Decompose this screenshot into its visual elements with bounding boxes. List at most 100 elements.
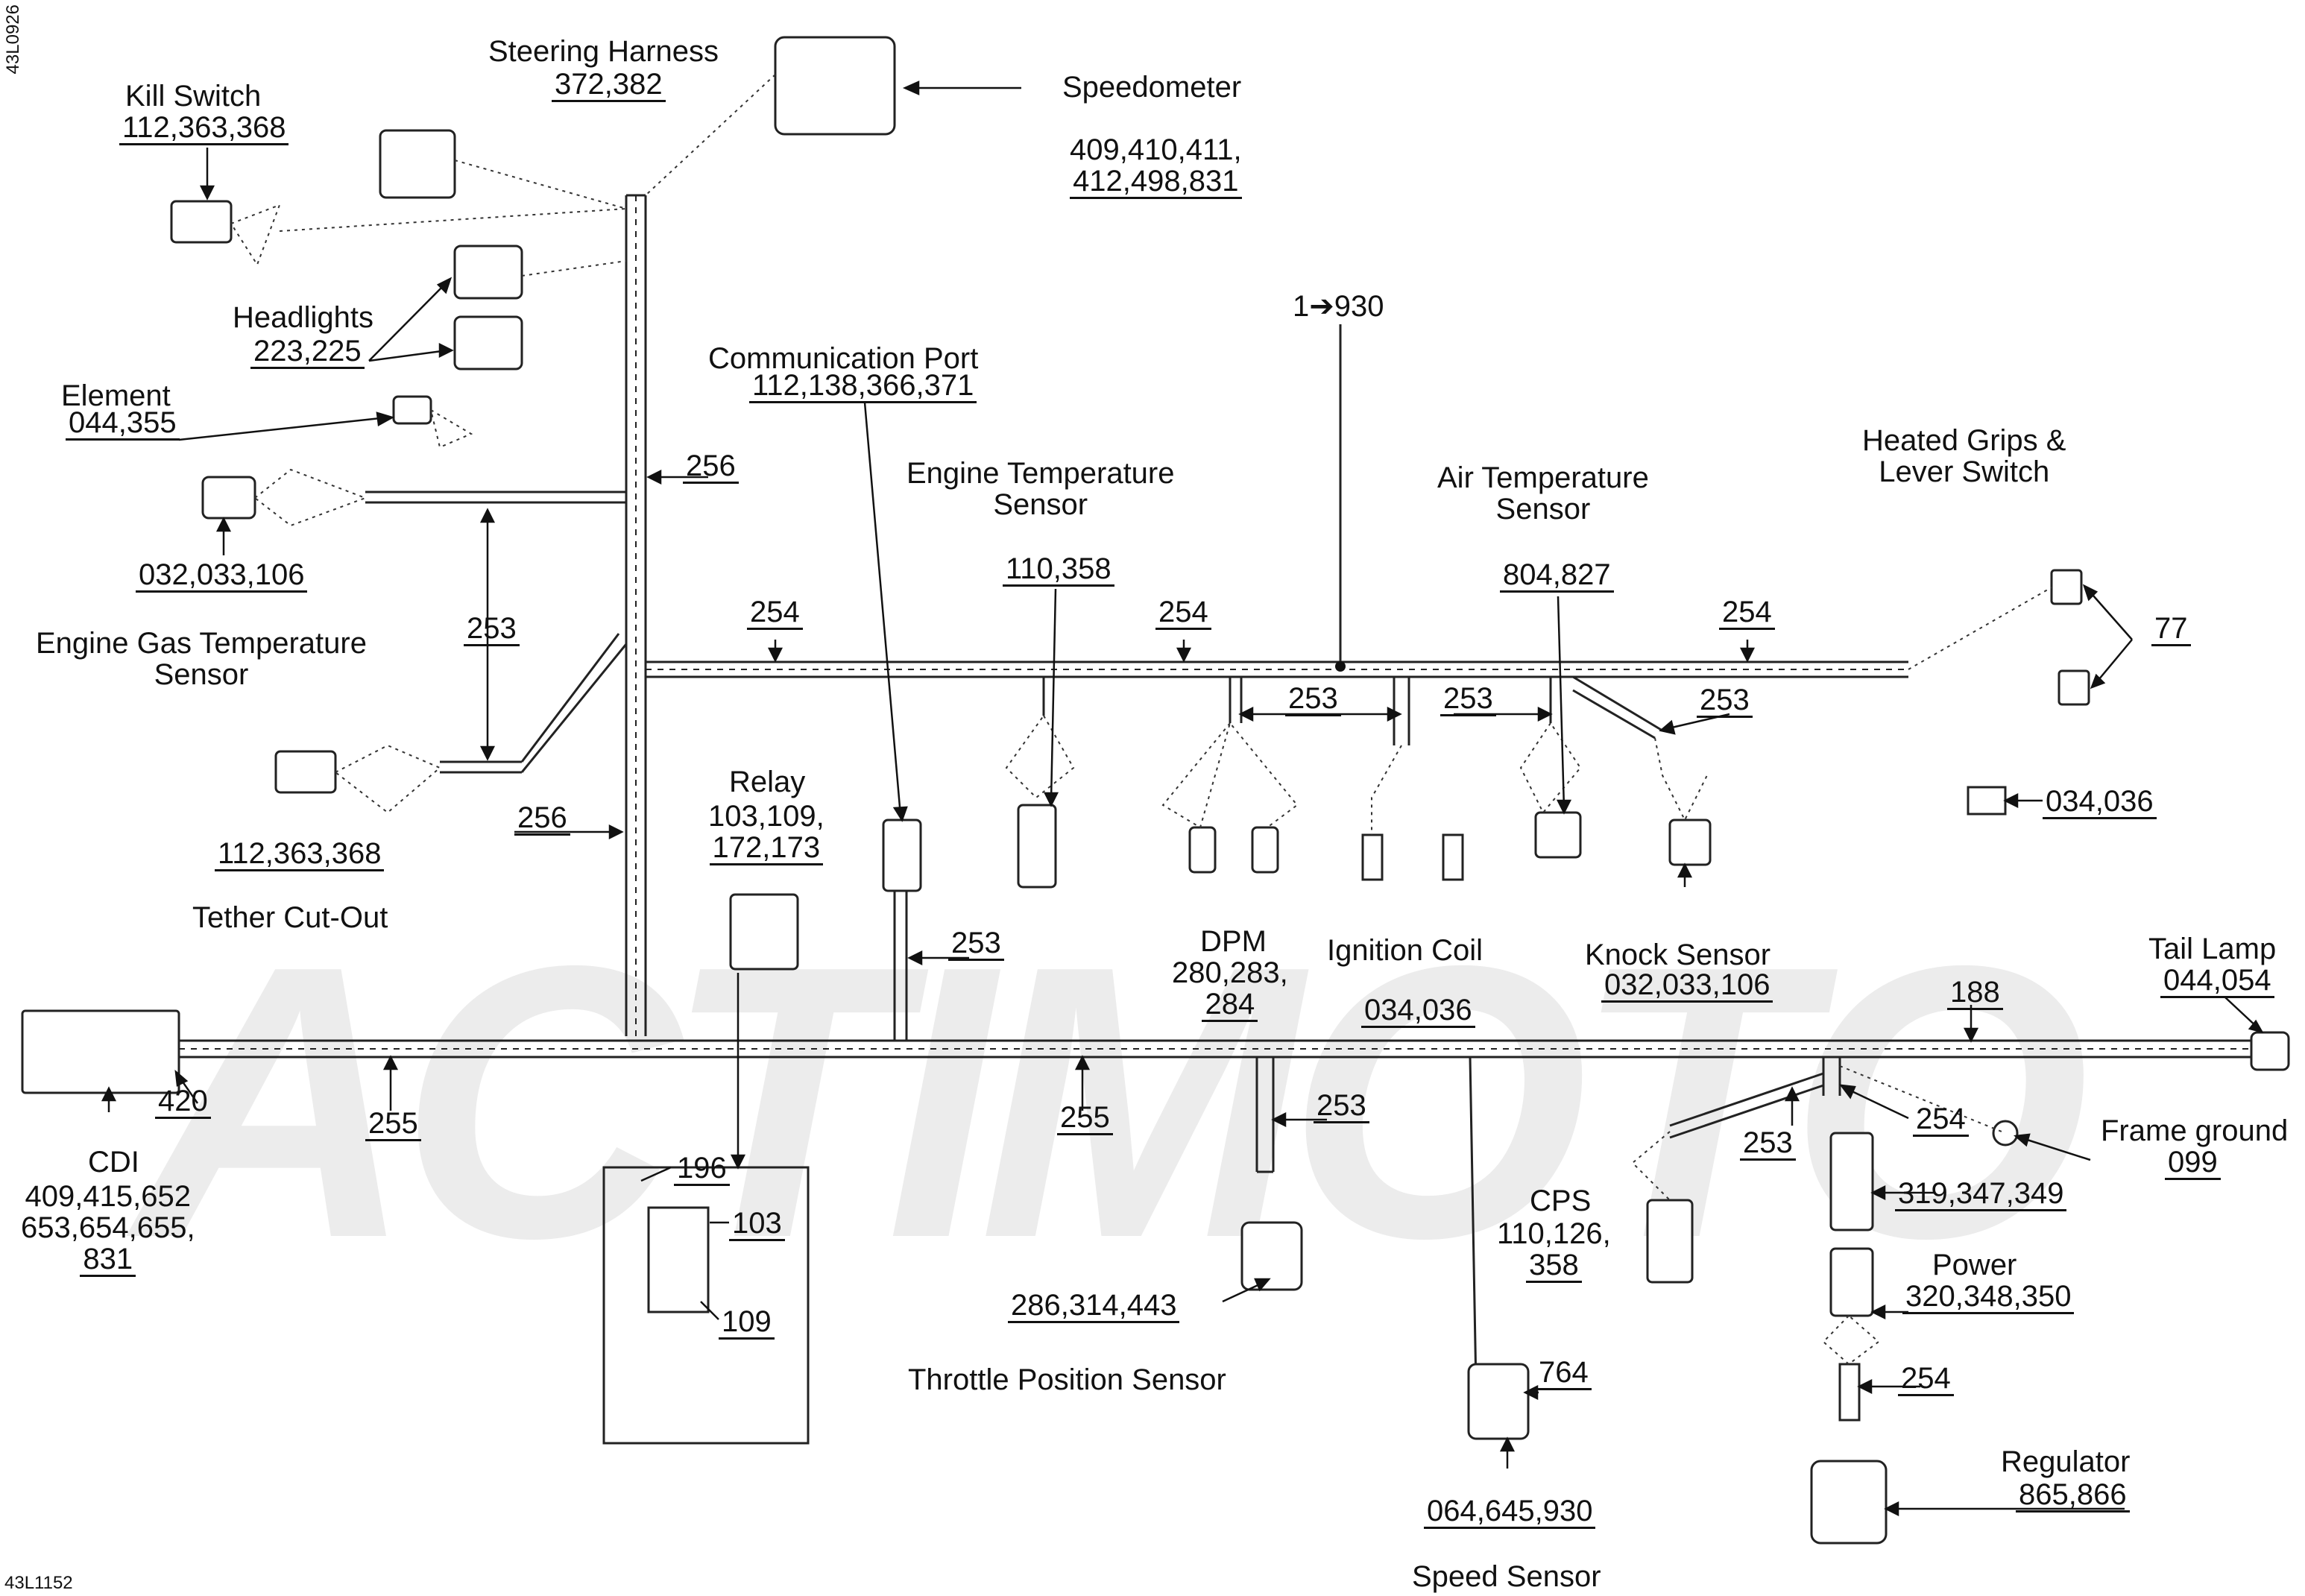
harness-main-bottom bbox=[179, 1039, 2260, 1059]
arrow-254-power bbox=[1845, 1087, 1909, 1120]
watermark: ACTIMOTO bbox=[134, 886, 2090, 1319]
headlight-connector-lower bbox=[453, 315, 523, 370]
arrow-inset-109 bbox=[700, 1301, 719, 1320]
label-dpm: DPM bbox=[1200, 925, 1267, 958]
parts-speed-sensor: 064,645,930 bbox=[1424, 1495, 1596, 1529]
ref-254e: 254 bbox=[1898, 1363, 1954, 1396]
dpm-connector-1 bbox=[1188, 826, 1217, 874]
label-egts: Engine Gas Temperature Sensor bbox=[36, 627, 367, 691]
ref-254a: 254 bbox=[747, 596, 803, 630]
dotted-knock bbox=[1654, 737, 1708, 822]
ref-255b: 255 bbox=[1057, 1102, 1113, 1135]
arrow-inset-196 bbox=[640, 1166, 672, 1182]
label-element: Element bbox=[61, 379, 171, 412]
arrow-comm bbox=[863, 402, 902, 816]
parts-cdi: 409,415,652 653,654,655, 831 bbox=[21, 1180, 195, 1277]
egts-connector bbox=[201, 476, 256, 520]
parts-regulator: 865,866 bbox=[2016, 1479, 2130, 1513]
label-knock-sensor: Knock Sensor bbox=[1585, 939, 1771, 971]
ref-253b: 253 bbox=[1285, 683, 1341, 716]
dotted-ats bbox=[1519, 722, 1582, 814]
parts-knock-sensor: 032,033,106 bbox=[1601, 969, 1773, 1003]
steering-harness-connector bbox=[379, 129, 456, 199]
parts-element: 044,355 bbox=[66, 407, 180, 441]
label-frame-ground: Frame ground bbox=[2101, 1114, 2289, 1147]
label-speed-sensor: Speed Sensor bbox=[1412, 1560, 1601, 1593]
label-ats: Air Temperature Sensor bbox=[1437, 461, 1649, 526]
relay-connector bbox=[729, 893, 799, 971]
label-heated-grips: Heated Grips & Lever Switch bbox=[1862, 424, 2066, 488]
harness-branch-power bbox=[1822, 1057, 1841, 1096]
ats-connector bbox=[1534, 811, 1582, 859]
label-regulator: Regulator bbox=[2001, 1445, 2131, 1478]
parts-ignition-coil: 034,036 bbox=[1361, 994, 1475, 1028]
tps-connector bbox=[1240, 1221, 1303, 1291]
harness-branch-egts bbox=[365, 491, 626, 504]
harness-branch-comm bbox=[893, 883, 908, 1041]
dpm-connector-2 bbox=[1251, 826, 1279, 874]
label-tail-lamp: Tail Lamp bbox=[2148, 933, 2277, 965]
parts-power-2: 320,348,350 bbox=[1902, 1281, 2075, 1314]
parts-cps: 110,126, 358 bbox=[1497, 1217, 1611, 1283]
parts-tail-lamp: 044,054 bbox=[2160, 965, 2274, 998]
parts-relay: 103,109, 172,173 bbox=[708, 800, 824, 865]
arrow-77-b bbox=[2094, 639, 2133, 685]
regulator-connector bbox=[1810, 1460, 1888, 1545]
harness-coil-line bbox=[1469, 1056, 1478, 1387]
dotted-steering-kill bbox=[279, 208, 627, 232]
parts-speedometer: 409,410,411, 412,498,831 bbox=[1070, 133, 1242, 199]
tail-lamp-connector bbox=[2250, 1031, 2290, 1071]
coil-connector-2 bbox=[1442, 833, 1464, 881]
parts-grips-77: 77 bbox=[2151, 613, 2191, 646]
ref-256b: 256 bbox=[514, 802, 570, 836]
label-ets: Engine Temperature Sensor bbox=[906, 457, 1175, 521]
harness-branch-tether bbox=[440, 633, 628, 774]
parts-power-1: 319,347,349 bbox=[1895, 1178, 2067, 1211]
doc-code-top: 43L0926 bbox=[3, 4, 23, 75]
ref-256a: 256 bbox=[683, 450, 739, 484]
label-steering-harness: Steering Harness bbox=[488, 35, 719, 68]
tether-connector bbox=[274, 750, 337, 794]
harness-branch-knock bbox=[1572, 675, 1663, 739]
grips-connector-2 bbox=[2058, 669, 2090, 706]
comm-port-connector bbox=[882, 818, 922, 892]
parts-dpm: 280,283, 284 bbox=[1172, 956, 1288, 1022]
arrow-element bbox=[178, 416, 388, 441]
label-cdi: CDI bbox=[88, 1146, 139, 1179]
arrow-77-a bbox=[2087, 588, 2133, 640]
label-ignition-coil: Ignition Coil bbox=[1327, 934, 1483, 967]
grips-connector-3 bbox=[1967, 786, 2007, 816]
label-speedometer: Speedometer bbox=[1062, 71, 1242, 104]
label-headlights: Headlights bbox=[233, 301, 374, 334]
ref-254d: 254 bbox=[1913, 1103, 1969, 1137]
parts-frame-ground: 099 bbox=[2165, 1146, 2221, 1180]
ref-inset-109: 109 bbox=[719, 1306, 775, 1340]
arrow-frame bbox=[2019, 1136, 2091, 1161]
arrow-headlights-2 bbox=[368, 349, 448, 362]
ref-main-range: 1➔930 bbox=[1293, 290, 1384, 323]
label-relay: Relay bbox=[729, 766, 806, 798]
dotted-kill bbox=[230, 204, 281, 267]
dotted-ets bbox=[1005, 715, 1075, 799]
dotted-power bbox=[1822, 1315, 1880, 1366]
parts-steering-harness: 372,382 bbox=[552, 69, 666, 102]
parts-ets: 110,358 bbox=[1003, 553, 1114, 587]
dotted-headlights bbox=[521, 260, 627, 277]
ref-253a: 253 bbox=[464, 613, 520, 646]
arrow-headlights-1 bbox=[368, 281, 448, 362]
coil-connector-1 bbox=[1361, 833, 1384, 881]
cps-connector bbox=[1646, 1199, 1694, 1284]
arrow-ats bbox=[1557, 596, 1565, 809]
parts-headlights: 223,225 bbox=[250, 335, 365, 369]
ref-254c: 254 bbox=[1719, 596, 1775, 630]
parts-comm-port: 112,138,366,371 bbox=[749, 370, 977, 403]
power-connector-2 bbox=[1829, 1247, 1874, 1317]
power-connector-1 bbox=[1829, 1132, 1874, 1231]
label-cps: CPS bbox=[1530, 1185, 1592, 1217]
label-tps: Throttle Position Sensor bbox=[908, 1363, 1226, 1396]
dotted-dpm bbox=[1161, 721, 1299, 829]
ref-255a: 255 bbox=[365, 1108, 421, 1141]
dotted-egts bbox=[254, 468, 368, 527]
parts-tether: 112,363,368 bbox=[215, 838, 385, 871]
